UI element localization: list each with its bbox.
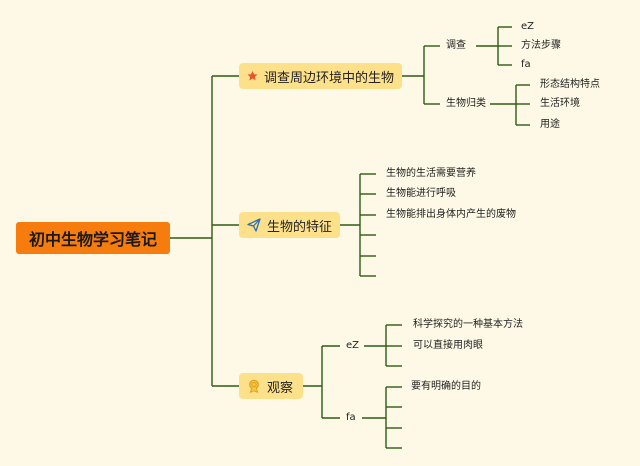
leaf-item[interactable]: 用途 xyxy=(540,119,560,130)
leaf-item[interactable]: 要有明确的目的 xyxy=(411,381,481,392)
branch-title: 生物的特征 xyxy=(266,219,332,235)
medal-icon xyxy=(249,379,259,393)
branch-characteristics[interactable]: 生物的特征 xyxy=(239,212,340,238)
leaf-item[interactable]: eZ xyxy=(521,21,535,32)
leaf-item[interactable]: fa xyxy=(521,59,531,70)
branch-observation[interactable]: 观察 xyxy=(239,373,303,399)
sub-topic-classification[interactable]: 生物归类 xyxy=(446,98,486,109)
sub-topic-fa[interactable]: fa xyxy=(346,412,356,423)
leaf-item[interactable]: 形态结构特点 xyxy=(540,79,600,90)
leaf-item[interactable]: 生活环境 xyxy=(540,98,580,109)
branch-title: 观察 xyxy=(267,380,294,396)
root-topic[interactable]: 初中生物学习笔记 xyxy=(16,222,170,254)
leaf-item[interactable]: 生物的生活需要营养 xyxy=(386,168,476,179)
paper-plane-icon xyxy=(247,218,261,232)
leaf-item[interactable]: 方法步骤 xyxy=(521,40,561,51)
branch-survey-environment[interactable]: 调查周边环境中的生物 xyxy=(239,63,402,89)
leaf-item[interactable]: 可以直接用肉眼 xyxy=(413,340,483,351)
leaf-item[interactable]: 科学探究的一种基本方法 xyxy=(413,319,523,330)
branch-title: 调查周边环境中的生物 xyxy=(263,70,394,86)
star-icon xyxy=(247,70,258,81)
sub-topic-ez[interactable]: eZ xyxy=(346,340,360,351)
leaf-item[interactable]: 生物能排出身体内产生的废物 xyxy=(386,209,516,220)
leaf-item[interactable]: 生物能进行呼吸 xyxy=(386,188,456,199)
sub-topic-survey[interactable]: 调查 xyxy=(446,40,466,51)
